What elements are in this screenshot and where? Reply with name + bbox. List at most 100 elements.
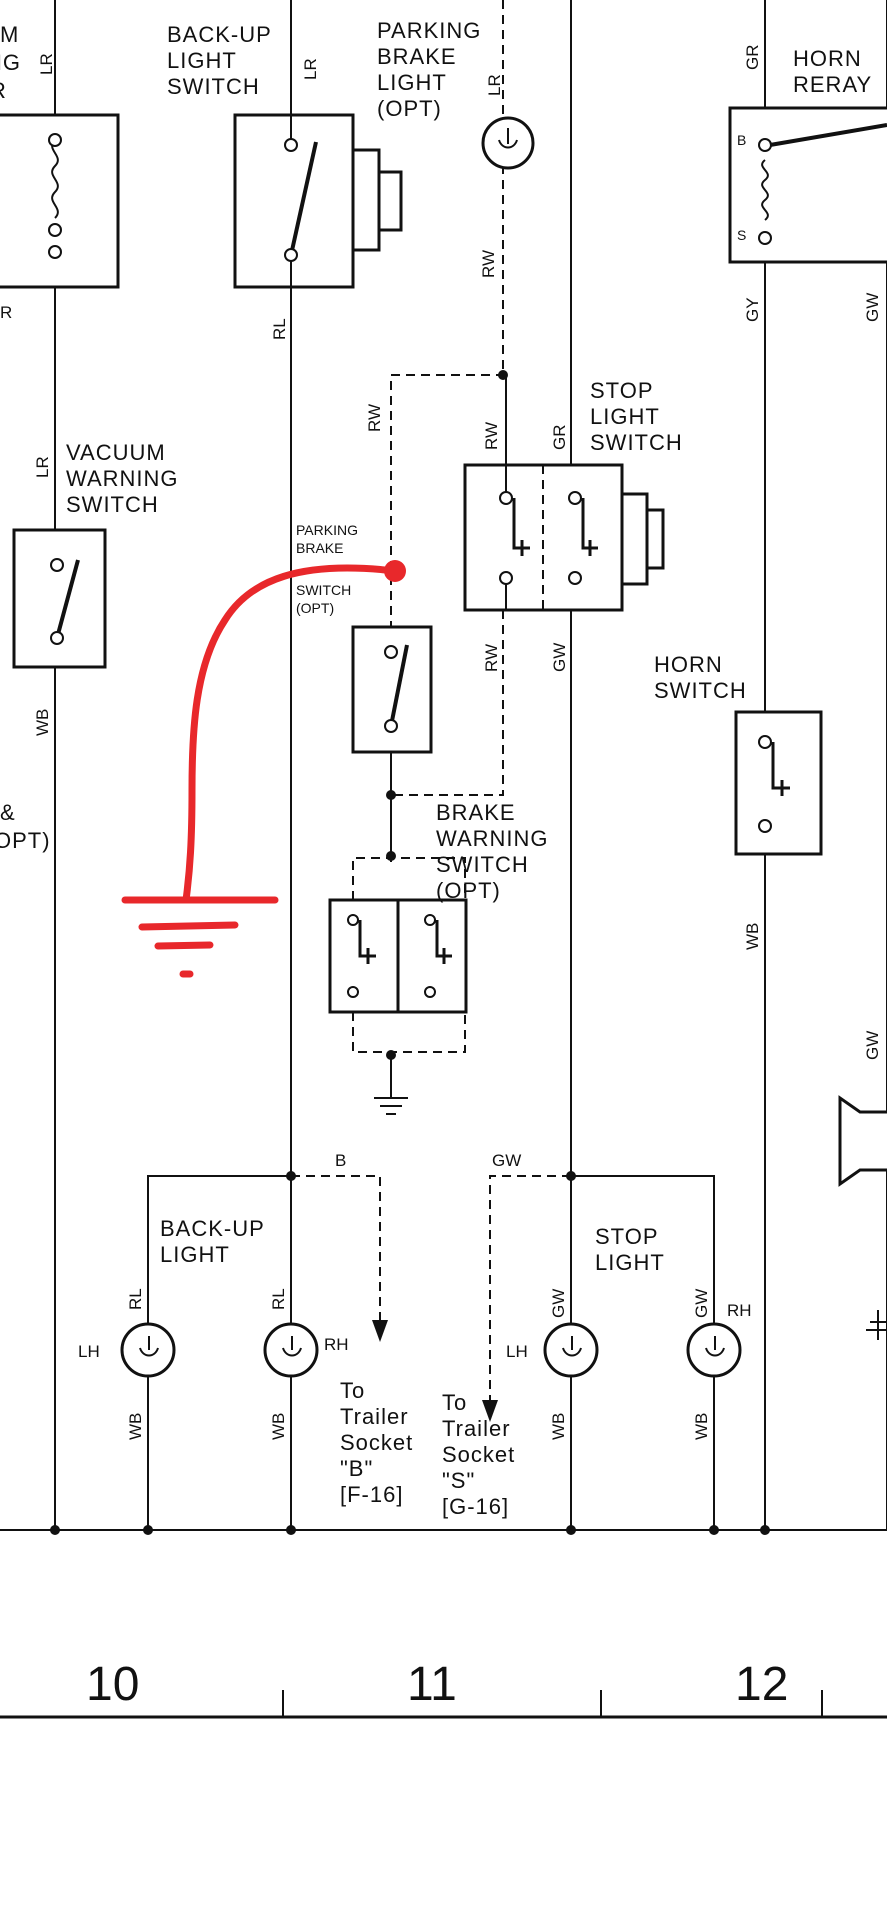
trailer-b-line-4: "B" <box>340 1456 373 1481</box>
column-number-11: 11 <box>407 1658 457 1711</box>
vacuum-switch-label-2: WARNING <box>66 466 179 491</box>
parking-switch-label-2: BRAKE <box>296 540 343 556</box>
wire-code-gr-b: GR <box>550 425 569 451</box>
column-ruler: 10 11 12 <box>0 1658 887 1719</box>
wire-code-b: B <box>335 1151 346 1170</box>
brake-warning-label-2: WARNING <box>436 826 549 851</box>
column-number-10: 10 <box>86 1658 139 1711</box>
right-edge-ground <box>866 1310 887 1340</box>
wire-code-wb-f: WB <box>692 1413 711 1440</box>
left-partial-mid-label-1: & <box>0 800 16 825</box>
column-number-12: 12 <box>735 1658 788 1711</box>
parking-light-label-3: LIGHT <box>377 70 447 95</box>
horn-relay-label-2: RERAY <box>793 72 872 97</box>
wire-code-gw-c: GW <box>863 1031 882 1060</box>
wire-code-gw-b: GW <box>550 643 569 672</box>
backup-light-section: B BACK-UP LIGHT LH RH RL RL WB WB To Tra… <box>78 1151 413 1507</box>
backup-switch-label-1: BACK-UP <box>167 22 272 47</box>
horn-relay-pin-s: S <box>737 227 746 243</box>
stop-light-rh-label: RH <box>727 1301 752 1320</box>
backup-light-lh-label: LH <box>78 1342 100 1361</box>
trailer-s-line-4: "S" <box>442 1468 475 1493</box>
trailer-b-line-3: Socket <box>340 1430 413 1455</box>
vacuum-warning-switch: VACUUM WARNING SWITCH LR WB <box>12 440 179 736</box>
wire-code-gw-f: GW <box>692 1289 711 1318</box>
wire-code-rw-c: RW <box>482 644 501 672</box>
trailer-s-line-5: [G-16] <box>442 1494 509 1519</box>
brake-warning-switch: BRAKE WARNING SWITCH (OPT) <box>328 800 549 1115</box>
trailer-s-line-1: To <box>442 1390 467 1415</box>
backup-light-label-2: LIGHT <box>160 1242 230 1267</box>
wire-code-wb-c: WB <box>126 1413 145 1440</box>
horn-switch-label-1: HORN <box>654 652 723 677</box>
parking-light-label-4: (OPT) <box>377 96 442 121</box>
wire-code-gw-d: GW <box>492 1151 521 1170</box>
wire-code-lr-b: LR <box>301 58 320 80</box>
stop-light-switch: STOP LIGHT SWITCH RW GR RW GW RW <box>365 370 683 690</box>
wire-code-lr-c: LR <box>485 74 504 96</box>
stop-switch-label-2: LIGHT <box>590 404 660 429</box>
wire-code-rw-b: RW <box>482 422 501 450</box>
wire-code-rw-a: RW <box>479 250 498 278</box>
left-partial-label-1: M <box>0 22 19 47</box>
wire-code-wb-a: WB <box>33 709 52 736</box>
horn-icon <box>838 1095 887 1187</box>
trailer-b-line-1: To <box>340 1378 365 1403</box>
left-partial-label-3: R <box>0 78 7 103</box>
wire-code-wb-b: WB <box>743 923 762 950</box>
parking-light-label-1: PARKING <box>377 18 481 43</box>
wire-code-rl-b: RL <box>126 1288 145 1310</box>
wire-code-rl-c: RL <box>269 1288 288 1310</box>
brake-warning-label-4: (OPT) <box>436 878 501 903</box>
wire-code-gw-a: GW <box>863 293 882 322</box>
left-partial-mid-label-2: OPT) <box>0 828 51 853</box>
horn-relay-pin-b: B <box>737 132 746 148</box>
left-partial-component: M NG R LR R <box>0 22 120 322</box>
wire-code-wb-e: WB <box>549 1413 568 1440</box>
parking-switch-label-4: (OPT) <box>296 600 334 616</box>
trailer-b-line-2: Trailer <box>340 1404 409 1429</box>
wire-code-wb-d: WB <box>269 1413 288 1440</box>
vacuum-switch-label-1: VACUUM <box>66 440 166 465</box>
red-ground-wire <box>182 564 399 904</box>
wire-code-r-a: R <box>0 303 12 322</box>
vacuum-switch-label-3: SWITCH <box>66 492 159 517</box>
wire-code-rl-a: RL <box>270 318 289 340</box>
brake-warning-label-3: SWITCH <box>436 852 529 877</box>
horn-switch-label-2: SWITCH <box>654 678 747 703</box>
parking-brake-switch: PARKING BRAKE SWITCH (OPT) <box>296 522 433 862</box>
backup-light-rh-label: RH <box>324 1335 349 1354</box>
backup-light-switch: BACK-UP LIGHT SWITCH LR RL <box>167 22 403 340</box>
wire-code-lr-d: LR <box>33 456 52 478</box>
stop-light-section: GW STOP LIGHT LH RH GW GW WB WB To Trail… <box>442 1151 752 1519</box>
stop-switch-label-3: SWITCH <box>590 430 683 455</box>
horn-relay: B S HORN RERAY GR GY GW <box>728 45 887 322</box>
stop-light-label-1: STOP <box>595 1224 659 1249</box>
parking-light-label-2: BRAKE <box>377 44 457 69</box>
wire-code-gw-e: GW <box>549 1289 568 1318</box>
trailer-b-line-5: [F-16] <box>340 1482 403 1507</box>
parking-brake-light: PARKING BRAKE LIGHT (OPT) LR RW <box>377 18 535 278</box>
stop-light-lh-label: LH <box>506 1342 528 1361</box>
parking-switch-label-3: SWITCH <box>296 582 351 598</box>
wire-rw-to-brake-warning <box>391 610 504 796</box>
wire-code-gr-a: GR <box>743 45 762 71</box>
stop-light-label-2: LIGHT <box>595 1250 665 1275</box>
wire-code-rw-d: RW <box>365 404 384 432</box>
trailer-s-line-2: Trailer <box>442 1416 511 1441</box>
trailer-s-line-3: Socket <box>442 1442 515 1467</box>
stop-switch-label-1: STOP <box>590 378 654 403</box>
horn-switch: HORN SWITCH WB GW <box>654 652 882 1060</box>
backup-light-label-1: BACK-UP <box>160 1216 265 1241</box>
red-ground-annotation <box>121 560 406 978</box>
wire-code-gy: GY <box>743 297 762 322</box>
backup-switch-label-2: LIGHT <box>167 48 237 73</box>
horn-relay-label-1: HORN <box>793 46 862 71</box>
parking-switch-label-1: PARKING <box>296 522 358 538</box>
brake-warning-label-1: BRAKE <box>436 800 516 825</box>
left-partial-label-2: NG <box>0 50 21 75</box>
wire-code-lr-a: LR <box>37 53 56 75</box>
backup-switch-label-3: SWITCH <box>167 74 260 99</box>
red-wire-endpoint <box>384 560 406 582</box>
